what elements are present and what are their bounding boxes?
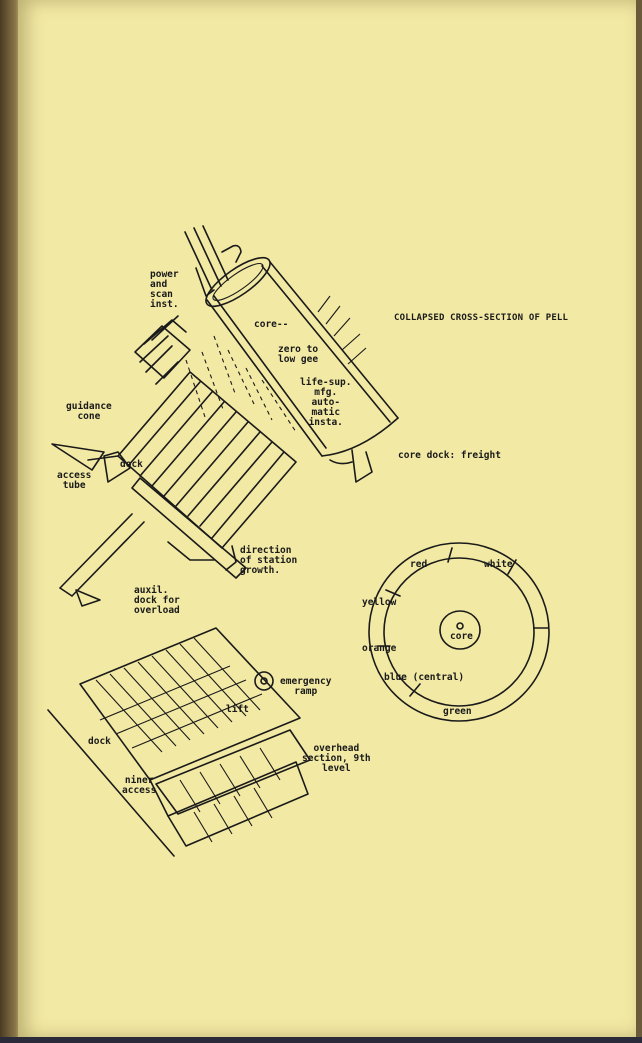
ring-label-blue-central: blue (central) xyxy=(384,672,465,683)
ring-diagram xyxy=(368,542,550,722)
label-core-dock-freight: core dock: freight xyxy=(398,450,501,461)
plan-diagram xyxy=(47,627,311,857)
ring-label-core: core xyxy=(450,631,473,642)
label-direction-of-growth: direction of station growth. xyxy=(240,545,298,576)
ring-label-white: white xyxy=(484,559,513,570)
label-zero-to-low-gee: zero to low gee xyxy=(278,344,319,365)
label-core: core-- xyxy=(254,319,289,330)
plan-label-emergency-ramp: emergency ramp xyxy=(280,676,332,697)
label-dock: dock xyxy=(120,459,143,470)
diagram-title: COLLAPSED CROSS-SECTION OF PELL xyxy=(394,313,569,323)
station-drawing xyxy=(51,225,399,607)
plan-label-overhead-section: overhead section, 9th level xyxy=(302,743,371,774)
plan-label-lift: lift xyxy=(226,704,249,715)
ring-label-red: red xyxy=(410,559,428,570)
label-access-tube: access tube xyxy=(57,470,92,491)
label-life-support: life-sup. mfg. auto- matic insta. xyxy=(300,377,352,428)
page xyxy=(18,0,636,1038)
page-bottom-edge xyxy=(0,1037,642,1043)
label-power-and-scan: power and scan inst. xyxy=(150,269,179,310)
book-spine xyxy=(0,0,22,1043)
label-guidance-cone: guidance cone xyxy=(66,401,112,422)
plan-label-dock: dock xyxy=(88,736,111,747)
label-auxil-dock: auxil. dock for overload xyxy=(134,585,180,616)
ring-label-yellow: yellow xyxy=(362,597,397,608)
ring-label-green: green xyxy=(443,706,472,717)
plan-label-niner-access: niner access xyxy=(122,775,157,796)
ring-label-orange: orange xyxy=(362,643,397,654)
